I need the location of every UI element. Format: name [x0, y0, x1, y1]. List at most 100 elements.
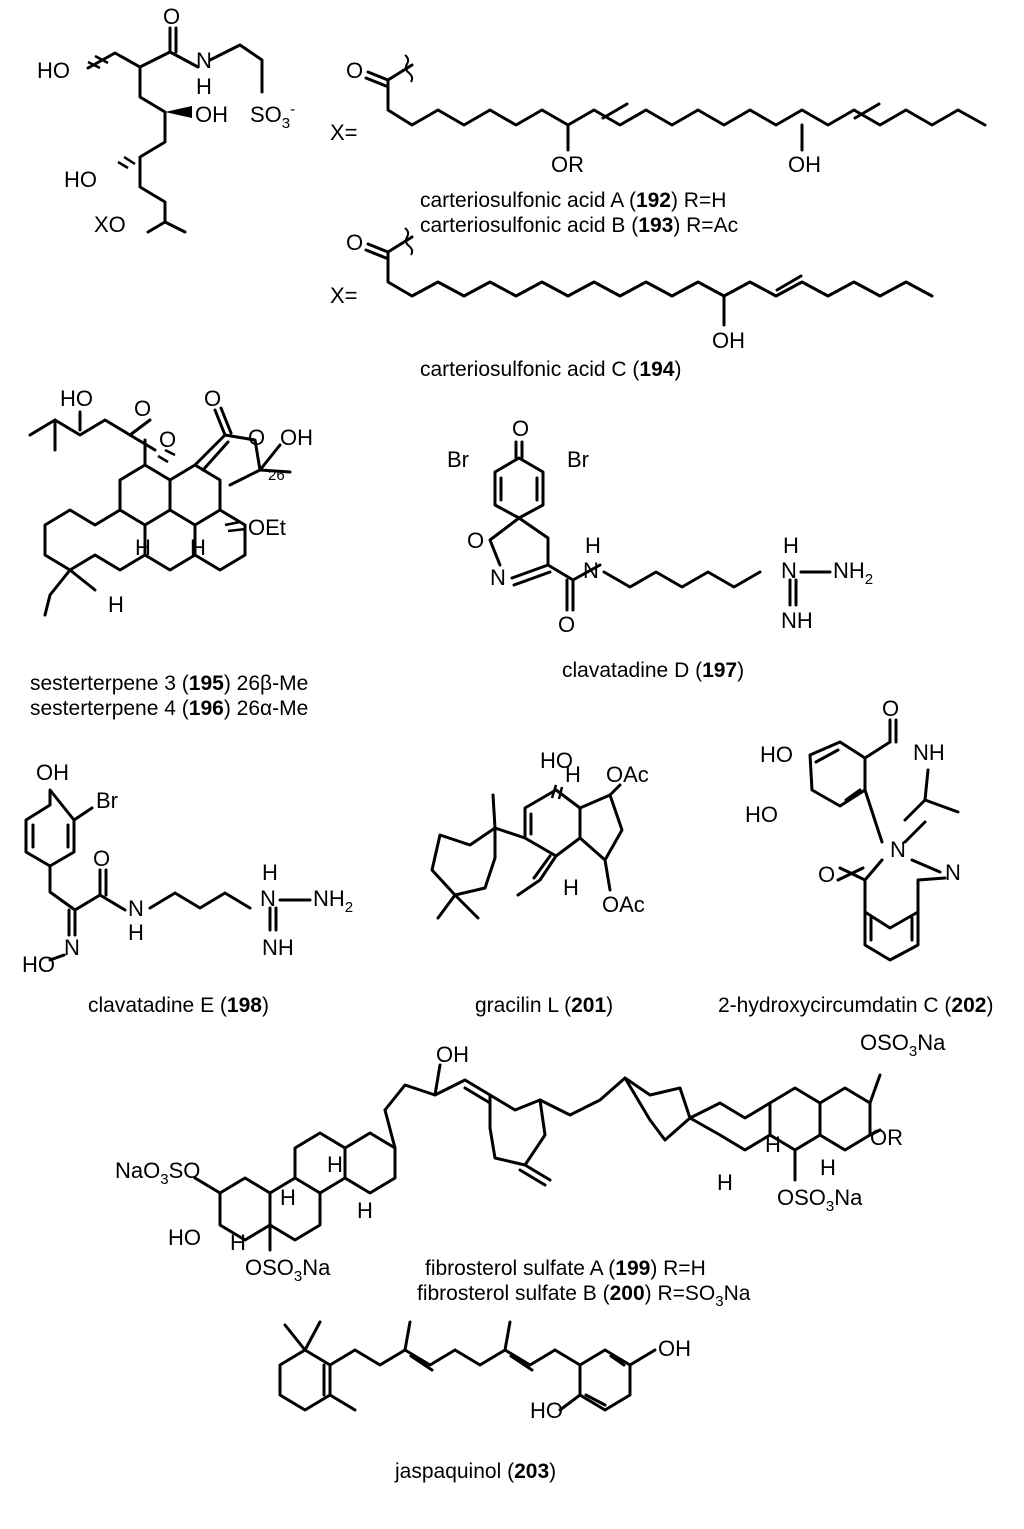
- atom-ho: HO: [760, 742, 793, 767]
- atom-oh: OH: [195, 102, 228, 127]
- atom-n: N: [781, 558, 797, 583]
- atom-h: H: [128, 920, 144, 945]
- clavatadine-d-structure: O Br Br O N O H N H N NH2 NH clavatadine…: [447, 416, 873, 682]
- atom-o: O: [248, 425, 265, 450]
- atom-h: H: [327, 1152, 343, 1177]
- caption-carteriosulfonic-acid-a: carteriosulfonic acid A (192) R=H: [420, 189, 726, 212]
- atom-br: Br: [567, 447, 589, 472]
- atom-h: H: [108, 592, 124, 617]
- atom-h: H: [820, 1155, 836, 1180]
- atom-n: N: [945, 860, 961, 885]
- caption-jaspaquinol: jaspaquinol (203): [394, 1460, 556, 1483]
- atom-ho: HO: [64, 167, 97, 192]
- atom-or: OR: [870, 1125, 903, 1150]
- caption-sesterterpene-3: sesterterpene 3 (195) 26β-Me: [30, 672, 308, 695]
- atom-h: H: [280, 1185, 296, 1210]
- atom-nh: NH: [913, 740, 945, 765]
- caption-carteriosulfonic-acid-c: carteriosulfonic acid C (194): [420, 358, 681, 381]
- caption-fibrosterol-sulfate-b: fibrosterol sulfate B (200) R=SO3Na: [417, 1282, 751, 1310]
- atom-oet: OEt: [248, 515, 286, 540]
- atom-o: O: [134, 396, 151, 421]
- atom-oh: OH: [788, 152, 821, 177]
- atom-n: N: [490, 565, 506, 590]
- atom-oac: OAc: [602, 892, 645, 917]
- atom-h: H: [190, 535, 206, 560]
- atom-o: O: [512, 416, 529, 441]
- atom-oh: OH: [436, 1042, 469, 1067]
- atom-h: H: [262, 860, 278, 885]
- atom-ho: HO: [22, 952, 55, 977]
- gracilin-l-structure: HO H H OAc OAc gracilin L (201): [430, 748, 649, 1017]
- atom-oac: OAc: [606, 762, 649, 787]
- atom-h: H: [717, 1170, 733, 1195]
- atom-ho: HO: [745, 802, 778, 827]
- atom-ho: HO: [60, 386, 93, 411]
- atom-ho: HO: [168, 1225, 201, 1250]
- atom-o: O: [818, 862, 835, 887]
- side-chain-ab-structure: X= O OR OH carteriosulfonic acid A (192)…: [330, 54, 987, 237]
- atom-x-eq: X=: [330, 120, 358, 145]
- atom-n: N: [196, 48, 212, 73]
- atom-o: O: [558, 612, 575, 637]
- atom-nh: NH: [781, 608, 813, 633]
- atom-h: H: [230, 1230, 246, 1255]
- carteriosulfonic-core-structure: HO O N H OH SO3- HO XO: [37, 4, 295, 237]
- clavatadine-e-structure: OH Br N HO O N H H N NH2 NH clavatadine …: [22, 760, 353, 1017]
- atom-h: H: [563, 875, 579, 900]
- jaspaquinol-structure: OH HO jaspaquinol (203): [278, 1320, 691, 1483]
- atom-o: O: [163, 4, 180, 29]
- atom-br: Br: [96, 788, 118, 813]
- atom-or: OR: [551, 152, 584, 177]
- atom-nh2: NH2: [833, 558, 873, 588]
- atom-ho: HO: [530, 1398, 563, 1423]
- caption-clavatadine-d: clavatadine D (197): [562, 659, 744, 682]
- atom-oh: OH: [36, 760, 69, 785]
- fibrosterol-structure: NaO3SO HO OH OSO3Na OR OSO3Na H H H OSO3…: [115, 1030, 946, 1310]
- caption-clavatadine-e: clavatadine E (198): [88, 994, 269, 1017]
- atom-xo: XO: [94, 212, 126, 237]
- atom-x-eq: X=: [330, 283, 358, 308]
- atom-n: N: [128, 896, 144, 921]
- atom-h: H: [196, 74, 212, 99]
- atom-h: H: [357, 1198, 373, 1223]
- atom-so3: SO3-: [250, 101, 295, 132]
- atom-ho: HO: [37, 58, 70, 83]
- caption-hydroxycircumdatin-c: 2-hydroxycircumdatin C (202): [718, 994, 993, 1017]
- atom-oso3na: OSO3Na: [860, 1030, 946, 1060]
- atom-o: O: [346, 58, 363, 83]
- atom-nao3so: NaO3SO: [115, 1158, 200, 1188]
- caption-gracilin-l: gracilin L (201): [475, 994, 613, 1017]
- atom-h: H: [765, 1132, 781, 1157]
- atom-h: H: [783, 533, 799, 558]
- atom-oso3na: OSO3Na: [245, 1255, 331, 1285]
- atom-ho: HO: [540, 748, 573, 773]
- atom-o: O: [346, 230, 363, 255]
- atom-h: H: [565, 762, 581, 787]
- atom-nh: NH: [262, 935, 294, 960]
- atom-o: O: [882, 696, 899, 721]
- atom-n: N: [64, 935, 80, 960]
- atom-nh2: NH2: [313, 886, 353, 916]
- sesterterpene-structure: HO O O O O OH 26 OEt H H H sesterter: [28, 386, 313, 720]
- hydroxycircumdatin-structure: HO HO O NH N N O 2-hydroxycircumdatin C …: [718, 696, 993, 1017]
- atom-o: O: [467, 528, 484, 553]
- atom-o: O: [159, 427, 176, 452]
- atom-br: Br: [447, 447, 469, 472]
- atom-o: O: [93, 846, 110, 871]
- caption-sesterterpene-4: sesterterpene 4 (196) 26α-Me: [30, 697, 308, 720]
- atom-n: N: [890, 837, 906, 862]
- atom-n: N: [260, 886, 276, 911]
- atom-oh: OH: [712, 328, 745, 353]
- atom-oh: OH: [280, 425, 313, 450]
- atom-h: H: [585, 533, 601, 558]
- atom-o: O: [204, 386, 221, 411]
- atom-26: 26: [268, 467, 285, 484]
- atom-n: N: [583, 558, 599, 583]
- caption-fibrosterol-sulfate-a: fibrosterol sulfate A (199) R=H: [425, 1257, 706, 1280]
- atom-oso3na: OSO3Na: [777, 1185, 863, 1215]
- side-chain-c-structure: X= O OH carteriosulfonic acid C (194): [330, 227, 934, 381]
- atom-oh: OH: [658, 1336, 691, 1361]
- atom-h: H: [135, 535, 151, 560]
- caption-carteriosulfonic-acid-b: carteriosulfonic acid B (193) R=Ac: [420, 214, 738, 237]
